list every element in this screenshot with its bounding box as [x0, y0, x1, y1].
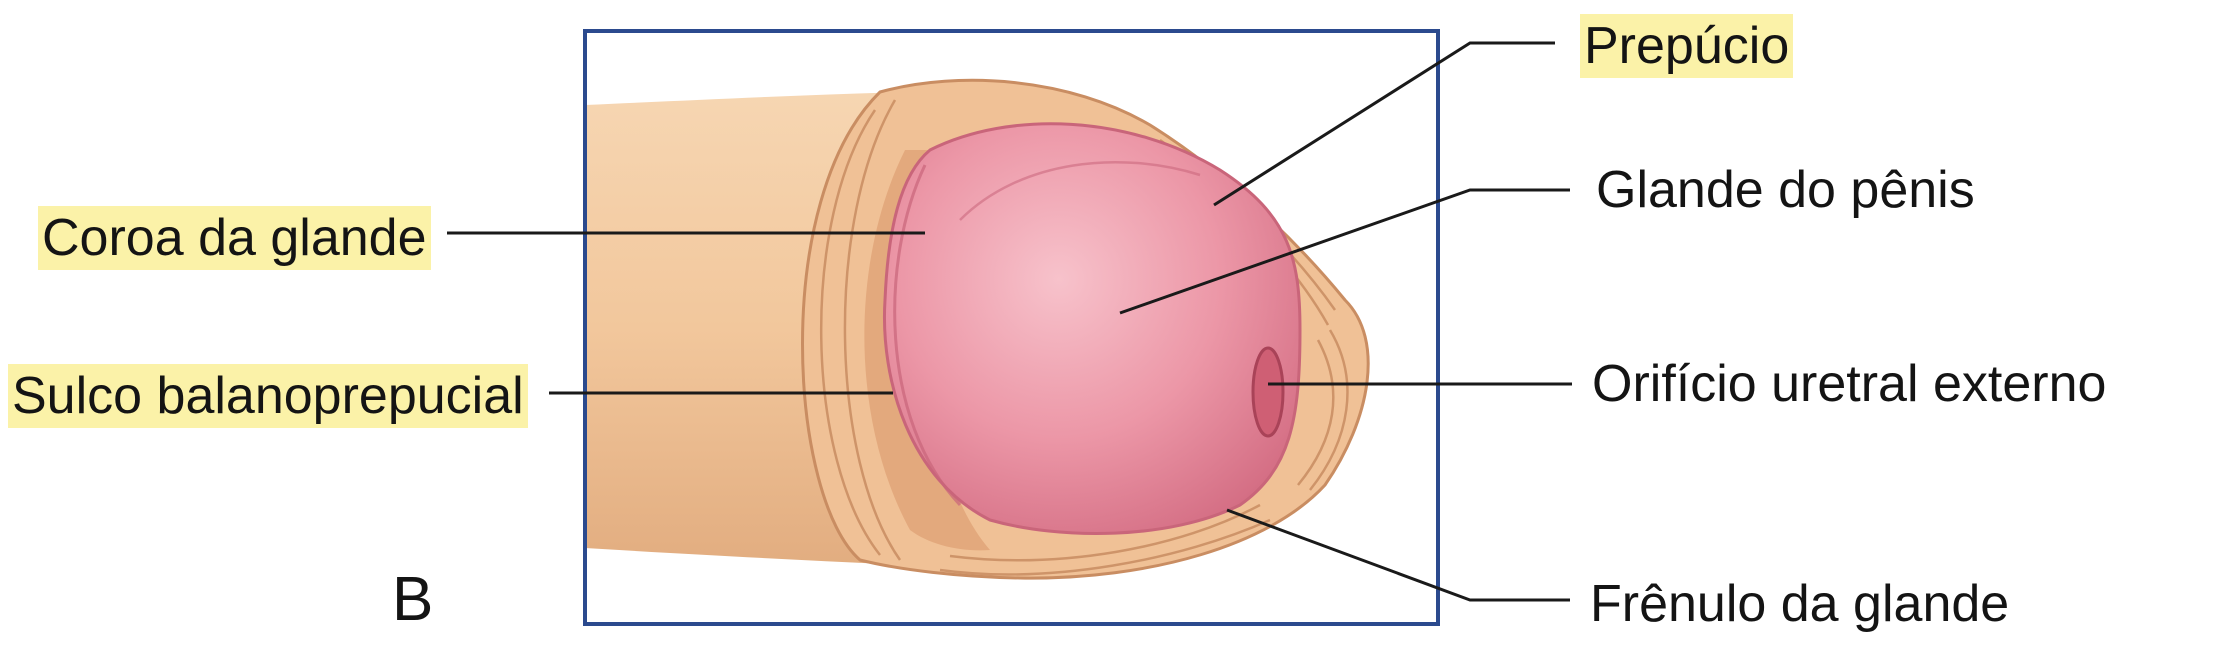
illustration-frame — [583, 29, 1440, 626]
label-frenulo: Frênulo da glande — [1590, 575, 2010, 633]
leader-glande-penis — [1119, 188, 1570, 315]
glans-fold — [959, 161, 1201, 221]
glans-shape — [882, 122, 1302, 535]
label-sulco: Sulco balanoprepucial — [8, 364, 528, 428]
corona-ridge — [893, 164, 962, 507]
foreskin-folds — [819, 99, 1349, 576]
leader-prepucio — [1213, 41, 1555, 207]
leader-frenulo — [1226, 508, 1570, 602]
label-orificio: Orifício uretral externo — [1592, 355, 2107, 413]
penis-illustration — [585, 78, 1370, 580]
panel-letter: B — [392, 565, 434, 634]
leader-lines — [447, 41, 1572, 602]
urethral-meatus — [1251, 346, 1285, 438]
label-glande-penis: Glande do pênis — [1596, 161, 1975, 219]
label-prepucio: Prepúcio — [1580, 14, 1794, 78]
label-coroa: Coroa da glande — [38, 206, 431, 270]
